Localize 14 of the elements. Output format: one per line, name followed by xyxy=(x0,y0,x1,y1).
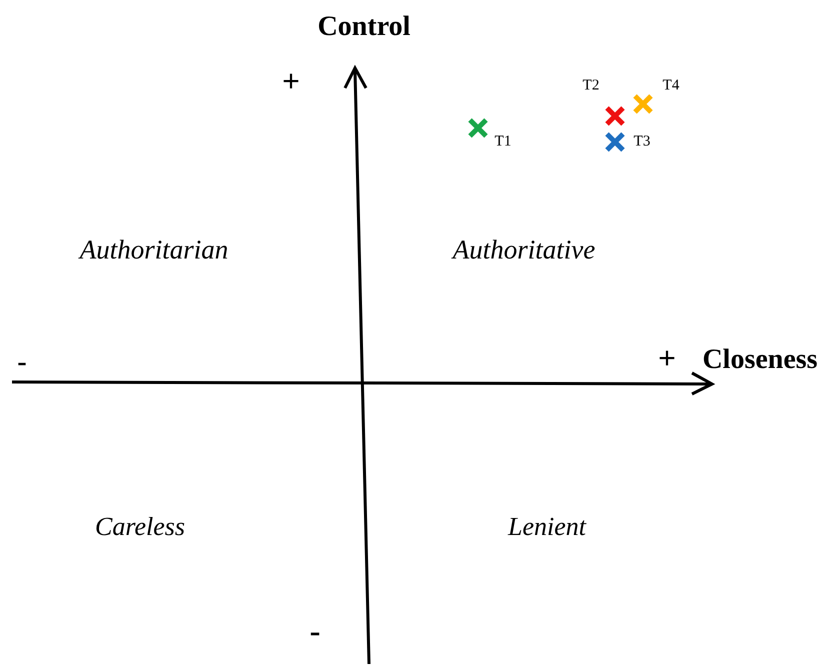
quadrant-label: Authoritarian xyxy=(80,236,228,264)
point-label: T4 xyxy=(662,78,680,94)
quadrant-label: Lenient xyxy=(508,514,586,540)
quadrant-label: Authoritative xyxy=(452,236,596,264)
plus-sign: + xyxy=(282,67,300,97)
plus-sign: + xyxy=(658,344,676,374)
point-label: T3 xyxy=(634,134,650,150)
quadrant-label: Careless xyxy=(94,514,186,540)
axis-title: Closeness xyxy=(702,346,818,374)
axis-title: Control xyxy=(318,13,410,41)
minus-sign: - xyxy=(309,615,321,649)
point-label: T2 xyxy=(582,78,600,94)
minus-sign: - xyxy=(17,348,27,378)
point-label: T1 xyxy=(494,134,512,150)
